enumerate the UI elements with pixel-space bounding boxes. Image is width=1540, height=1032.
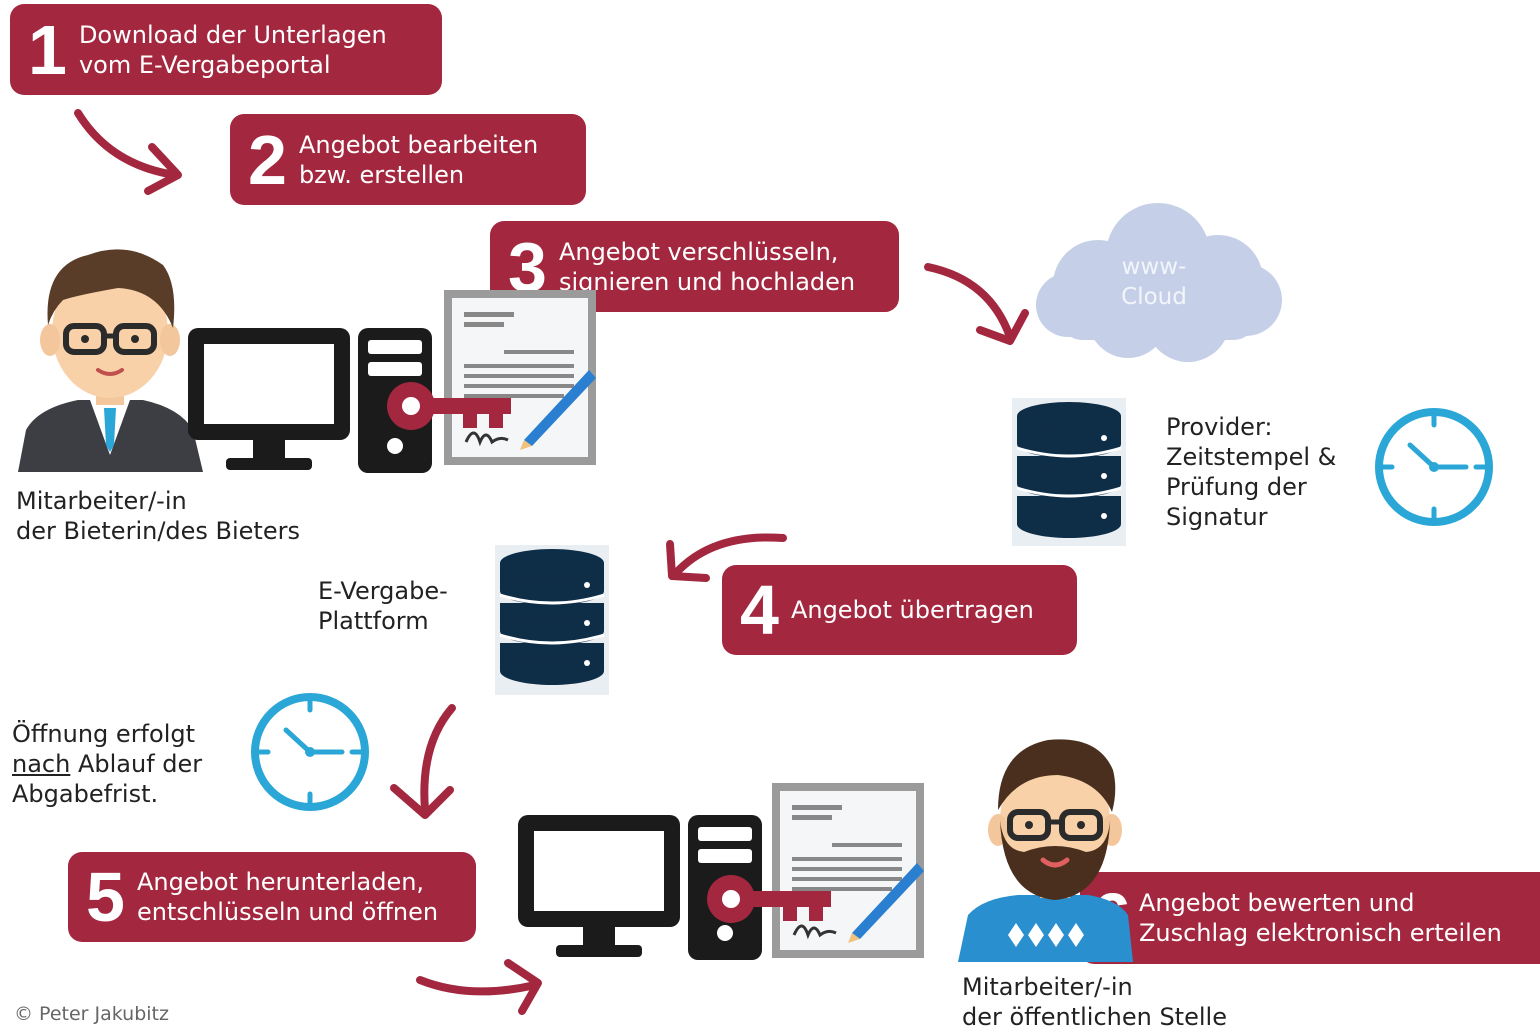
platform-label: E-Vergabe- Plattform [318, 576, 448, 636]
bidder-label: Mitarbeiter/-in der Bieterin/des Bieters [16, 486, 300, 546]
computer-icon [518, 815, 680, 957]
authority-label-line-1: Mitarbeiter/-in [962, 973, 1133, 1001]
cloud-label: www- Cloud [1090, 252, 1218, 312]
provider-label: Provider: Zeitstempel & Prüfung der Sign… [1166, 412, 1336, 532]
step-number: 3 [508, 227, 547, 306]
step-number: 4 [740, 571, 779, 649]
clock-icon [251, 693, 369, 811]
document-icon [444, 290, 596, 465]
key-icon [707, 875, 831, 923]
arrow-icon [74, 109, 182, 195]
opening-label: Öffnung erfolgt nach Ablauf der Abgabefr… [12, 719, 202, 809]
opening-line-1: Öffnung erfolgt [12, 720, 195, 748]
bidder-label-line-1: Mitarbeiter/-in [16, 487, 187, 515]
opening-underlined-word: nach [12, 750, 71, 778]
step-5-line-2: entschlüsseln und öffnen [136, 898, 439, 926]
step-2-line-2: bzw. erstellen [298, 160, 465, 189]
arrow-icon [666, 533, 787, 582]
authority-label: Mitarbeiter/-in der öffentlichen Stelle [962, 972, 1227, 1032]
platform-label-line-1: E-Vergabe- [318, 577, 448, 605]
computer-icon [188, 328, 350, 470]
database-icon [495, 545, 609, 695]
step-1-line-1: Download der Unterlagen [78, 20, 387, 49]
step-2-line-1: Angebot bearbeiten [298, 130, 539, 159]
opening-line-3: Abgabefrist. [12, 780, 159, 808]
document-icon [772, 783, 924, 958]
step-3-line-1: Angebot verschlüsseln, [558, 237, 839, 266]
copyright-credit: © Peter Jakubitz [14, 1003, 169, 1025]
step-6-line-1: Angebot bewerten und [1138, 889, 1415, 917]
step-number: 2 [248, 120, 287, 199]
step-4-box: 4 Angebot übertragen [722, 565, 1077, 655]
provider-label-line-1: Provider: [1166, 413, 1273, 441]
cloud-icon [1036, 203, 1282, 362]
opening-line-2: nach Ablauf der [12, 749, 202, 779]
platform-label-line-2: Plattform [318, 607, 429, 635]
step-5-box: 5 Angebot herunterladen,entschlüsseln un… [68, 852, 476, 942]
arrow-icon [390, 704, 456, 819]
cloud-label-line-2: Cloud [1121, 284, 1187, 310]
provider-label-line-4: Signatur [1166, 503, 1268, 531]
bearded-person-icon [958, 739, 1133, 962]
opening-line-2-rest: Ablauf der [70, 750, 203, 778]
step-number: 1 [28, 10, 67, 89]
bidder-label-line-2: der Bieterin/des Bieters [16, 517, 300, 545]
clock-icon [1375, 408, 1493, 526]
step-number: 5 [86, 858, 125, 936]
step-1-line-2: vom E-Vergabeportal [78, 50, 331, 79]
step-3-line-2: signieren und hochladen [558, 267, 856, 296]
person-icon [18, 249, 203, 472]
arrow-icon [416, 959, 542, 1015]
database-icon [1012, 398, 1126, 546]
step-6-line-2: Zuschlag elektronisch erteilen [1138, 919, 1502, 947]
arrow-icon [924, 263, 1029, 345]
step-4-line-1: Angebot übertragen [790, 596, 1034, 624]
cloud-label-line-1: www- [1121, 254, 1187, 280]
key-icon [387, 382, 511, 430]
step-5-line-1: Angebot herunterladen, [136, 868, 425, 896]
authority-label-line-2: der öffentlichen Stelle [962, 1003, 1227, 1031]
provider-label-line-2: Zeitstempel & [1166, 443, 1337, 471]
provider-label-line-3: Prüfung der [1166, 473, 1307, 501]
